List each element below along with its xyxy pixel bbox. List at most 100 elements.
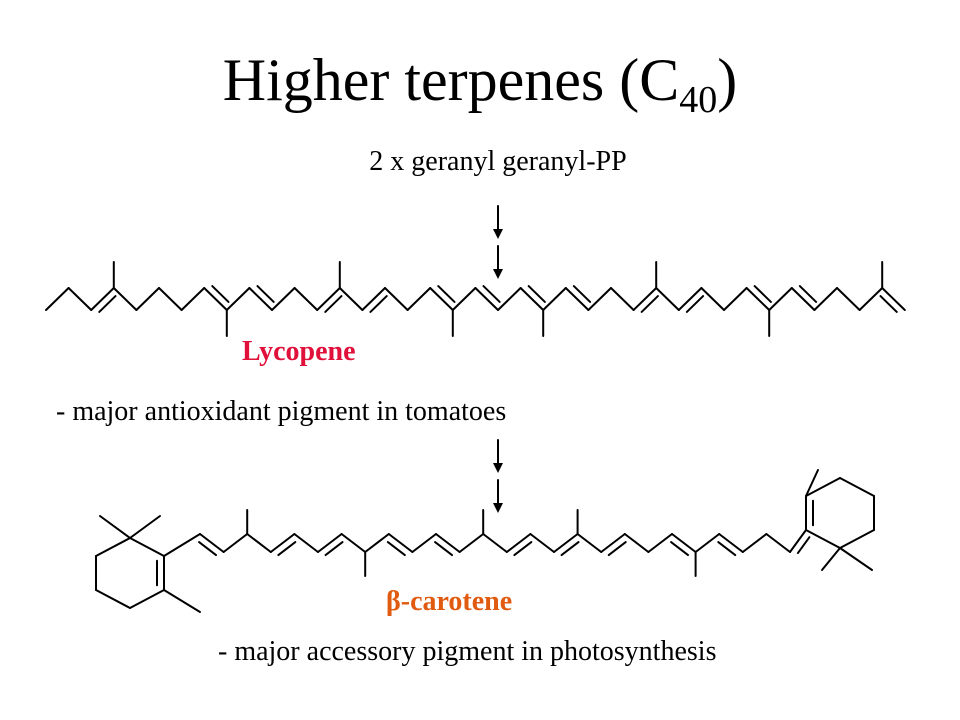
beta-carotene-description: - major accessory pigment in photosynthe… bbox=[218, 636, 717, 667]
bond bbox=[789, 529, 807, 553]
bond bbox=[338, 287, 364, 311]
bond bbox=[112, 287, 138, 311]
double-bond bbox=[572, 285, 592, 303]
beta-carotene-label: β-carotene bbox=[386, 586, 513, 617]
double-bond bbox=[879, 295, 898, 313]
lycopene-description: - major antioxidant pigment in tomatoes bbox=[56, 396, 507, 427]
methyl-bond bbox=[805, 469, 819, 497]
ring-bond bbox=[805, 477, 841, 497]
bond bbox=[435, 533, 461, 553]
bond bbox=[813, 287, 838, 311]
bond bbox=[881, 287, 906, 311]
bond bbox=[364, 533, 390, 553]
double-bond bbox=[324, 541, 344, 557]
ring-bond bbox=[839, 477, 875, 497]
double-bond bbox=[256, 285, 275, 303]
double-bond bbox=[437, 285, 456, 303]
double-bond bbox=[211, 285, 230, 303]
bond bbox=[203, 287, 228, 311]
bond bbox=[317, 533, 343, 553]
methyl-bond bbox=[839, 547, 873, 571]
methyl-bond bbox=[129, 515, 161, 539]
bond bbox=[497, 287, 522, 311]
double-bond bbox=[482, 285, 501, 303]
ring-bond bbox=[839, 529, 875, 549]
double-bond bbox=[753, 285, 772, 303]
bond bbox=[316, 287, 341, 311]
bond bbox=[271, 287, 296, 311]
bond bbox=[361, 287, 386, 311]
lycopene-label: Lycopene bbox=[242, 336, 356, 367]
double-bond bbox=[560, 541, 580, 557]
bond bbox=[718, 533, 744, 553]
bond bbox=[340, 533, 367, 553]
double-bond bbox=[434, 541, 454, 557]
double-bond bbox=[98, 295, 117, 313]
arrow-down-icon bbox=[493, 439, 503, 473]
bond bbox=[623, 533, 650, 553]
bond bbox=[225, 287, 251, 311]
title-subscript: 40 bbox=[679, 79, 718, 121]
bond bbox=[458, 533, 485, 553]
methyl-bond bbox=[99, 515, 131, 539]
bond bbox=[723, 287, 748, 311]
ring-bond bbox=[129, 537, 165, 557]
bond bbox=[135, 287, 160, 311]
double-bond bbox=[513, 541, 533, 557]
bond bbox=[505, 533, 532, 553]
bond bbox=[474, 287, 499, 311]
bond bbox=[180, 287, 206, 311]
bond bbox=[790, 287, 816, 311]
bond bbox=[406, 287, 432, 311]
bond bbox=[222, 533, 249, 553]
bond bbox=[163, 533, 201, 557]
bond bbox=[293, 287, 319, 311]
double-bond bbox=[798, 285, 818, 303]
double-bond bbox=[717, 541, 737, 557]
title-close: ) bbox=[717, 47, 738, 113]
ring-bond bbox=[95, 589, 131, 609]
bond bbox=[647, 533, 673, 553]
methyl-bond bbox=[821, 547, 841, 571]
bond bbox=[765, 533, 791, 553]
double-bond bbox=[685, 295, 705, 313]
bond bbox=[542, 287, 567, 311]
bond bbox=[90, 287, 115, 311]
double-bond bbox=[277, 541, 297, 557]
bond bbox=[576, 533, 603, 553]
beta-carotene-structure bbox=[95, 469, 875, 613]
bond bbox=[600, 533, 626, 553]
bond bbox=[158, 287, 183, 311]
bond bbox=[858, 287, 884, 311]
bond bbox=[411, 533, 437, 553]
bond bbox=[248, 287, 273, 311]
methyl-bond bbox=[163, 589, 201, 613]
bond bbox=[269, 533, 296, 553]
bond bbox=[768, 287, 793, 311]
ring-bond bbox=[95, 537, 131, 557]
bond bbox=[655, 287, 680, 311]
bond bbox=[587, 287, 612, 311]
bond bbox=[246, 533, 272, 553]
bond bbox=[67, 287, 93, 311]
bond bbox=[199, 533, 225, 553]
bond bbox=[451, 287, 477, 311]
bond bbox=[482, 533, 508, 553]
bond bbox=[529, 533, 555, 553]
bond bbox=[700, 287, 725, 311]
slide-title: Higher terpenes (C40) bbox=[0, 46, 960, 121]
arrow-down-icon bbox=[493, 479, 503, 513]
bond bbox=[741, 533, 768, 553]
bond bbox=[45, 287, 70, 311]
double-bond bbox=[670, 541, 690, 557]
double-bond bbox=[527, 285, 546, 303]
bond bbox=[671, 533, 697, 553]
bond bbox=[677, 287, 703, 311]
bond bbox=[293, 533, 319, 553]
double-bond bbox=[386, 541, 406, 557]
bond bbox=[553, 533, 579, 553]
bond bbox=[429, 287, 454, 311]
double-bond bbox=[324, 295, 343, 313]
double-bond bbox=[607, 541, 627, 557]
